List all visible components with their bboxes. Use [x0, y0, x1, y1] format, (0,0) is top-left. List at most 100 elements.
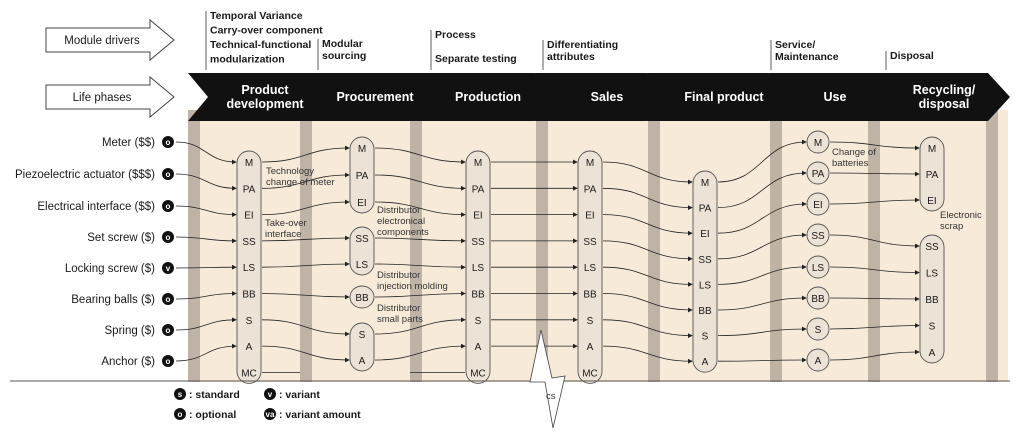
- component-badge-o: [162, 136, 174, 148]
- module-code: SS: [355, 234, 369, 245]
- module-code: MC: [241, 368, 257, 379]
- legend-text: : optional: [189, 409, 236, 421]
- component-badge-o: [162, 293, 174, 305]
- module-code: LS: [472, 263, 485, 274]
- module-code: M: [586, 158, 594, 169]
- phase-separator-7: [868, 110, 880, 382]
- module-drivers-arrow: [45, 18, 175, 62]
- module-driver-label: Disposal: [890, 50, 934, 62]
- module-code: A: [929, 348, 936, 359]
- use-module-circle: [806, 130, 830, 154]
- module-driver-label: Process: [435, 29, 476, 41]
- flow-curve-use-rec: [829, 266, 920, 275]
- module-code: SS: [925, 242, 939, 253]
- module-group-rec1: [919, 136, 945, 212]
- component-label: Meter ($$): [102, 137, 155, 149]
- flow-input-curve: [175, 264, 237, 270]
- module-driver-label: Carry-over component: [210, 25, 323, 37]
- flow-annotation: Distributor: [377, 303, 420, 314]
- component-badge-o: [162, 355, 174, 367]
- flow-curve-pr-prod: [374, 237, 466, 244]
- module-code: A: [359, 356, 366, 367]
- flow-curve-sales-final: [602, 240, 693, 262]
- life-phase-chevron-6: [768, 73, 890, 121]
- phase-separator-6: [770, 110, 782, 382]
- component-badge-letter: o: [166, 202, 171, 211]
- component-badge-letter: o: [166, 170, 171, 179]
- flow-curve-pr-prod: [374, 317, 466, 335]
- flow-curve-pd-pr: [261, 145, 350, 163]
- legend-badge-s: [174, 388, 186, 400]
- life-phase-chevron-1: [188, 73, 330, 121]
- phase-separator-1: [188, 110, 200, 382]
- module-code: PA: [472, 184, 485, 195]
- module-code: LS: [812, 263, 825, 274]
- module-code: SS: [583, 237, 597, 248]
- flow-annotation: injection molding: [377, 281, 448, 292]
- flow-annotation: batteries: [832, 158, 869, 169]
- module-code: BB: [471, 290, 485, 301]
- module-code: EI: [473, 211, 482, 222]
- module-code: EI: [357, 198, 366, 209]
- flow-annotation: Change of: [832, 147, 876, 158]
- use-module-circle: [806, 286, 830, 310]
- component-label: Anchor ($): [101, 356, 155, 368]
- module-driver-label: Service/: [775, 39, 815, 51]
- flow-curve-sales-final: [602, 214, 693, 236]
- legend-badge-va: [264, 408, 276, 420]
- legend-badge-letter: v: [268, 390, 273, 399]
- module-group-rec2: [919, 234, 945, 364]
- legend-badge-letter: s: [178, 390, 183, 399]
- flow-annotation: Distributor: [377, 270, 420, 281]
- phase-separator-4: [536, 110, 548, 382]
- module-driver-label: Separate testing: [435, 53, 517, 65]
- flow-curve-pd-pr: [261, 235, 350, 242]
- module-group-pr2: [349, 226, 375, 276]
- module-code: BB: [242, 290, 256, 301]
- module-code: LS: [699, 280, 712, 291]
- flow-curve-pd-pr: [261, 261, 350, 268]
- component-label: Electrical interface ($$): [37, 201, 155, 213]
- module-driver-label: Technical-functional: [210, 39, 311, 51]
- module-code: M: [814, 138, 822, 149]
- flow-curve-final-use: [717, 295, 807, 311]
- phase-separator-8: [986, 110, 998, 382]
- module-code: EI: [585, 211, 594, 222]
- module-code: BB: [583, 290, 597, 301]
- module-code: M: [358, 144, 366, 155]
- module-code: PA: [356, 171, 369, 182]
- flow-curve-pd-pr: [261, 345, 350, 363]
- module-code: S: [702, 332, 709, 343]
- module-code: A: [475, 342, 482, 353]
- component-badge-letter: o: [166, 326, 171, 335]
- component-label: Spring ($): [105, 325, 156, 337]
- module-group-prod: [465, 150, 491, 384]
- phase-separator-5: [648, 110, 660, 382]
- module-code: LS: [243, 263, 256, 274]
- flow-curve-pd-pr: [261, 172, 350, 189]
- module-code: M: [701, 178, 709, 189]
- use-module-circle: [806, 317, 830, 341]
- module-driver-label: Maintenance: [775, 51, 839, 63]
- flow-annotation: Distributor: [377, 205, 420, 216]
- module-code: S: [929, 322, 936, 333]
- flow-curve-sales-final: [602, 319, 693, 338]
- legend-text: : standard: [189, 389, 240, 401]
- component-badge-letter: o: [166, 357, 171, 366]
- flow-annotation: change of meter: [266, 177, 335, 188]
- flow-curve-use-rec: [829, 323, 920, 330]
- flow-curve-pr-prod: [374, 343, 466, 361]
- module-code: EI: [244, 211, 253, 222]
- module-driver-label: Modular: [322, 38, 363, 50]
- component-label: Piezoelectric actuator ($$$): [15, 169, 155, 181]
- life-phase-label: Procurement: [336, 90, 414, 104]
- module-driver-label: sourcing: [322, 50, 366, 62]
- flow-curve-final-use: [717, 357, 807, 363]
- module-group-pr1: [349, 136, 375, 214]
- flow-annotation: interface: [265, 229, 301, 240]
- life-phase-label: disposal: [919, 97, 970, 111]
- module-code: PA: [243, 184, 256, 195]
- flow-curve-sales-final: [602, 293, 693, 313]
